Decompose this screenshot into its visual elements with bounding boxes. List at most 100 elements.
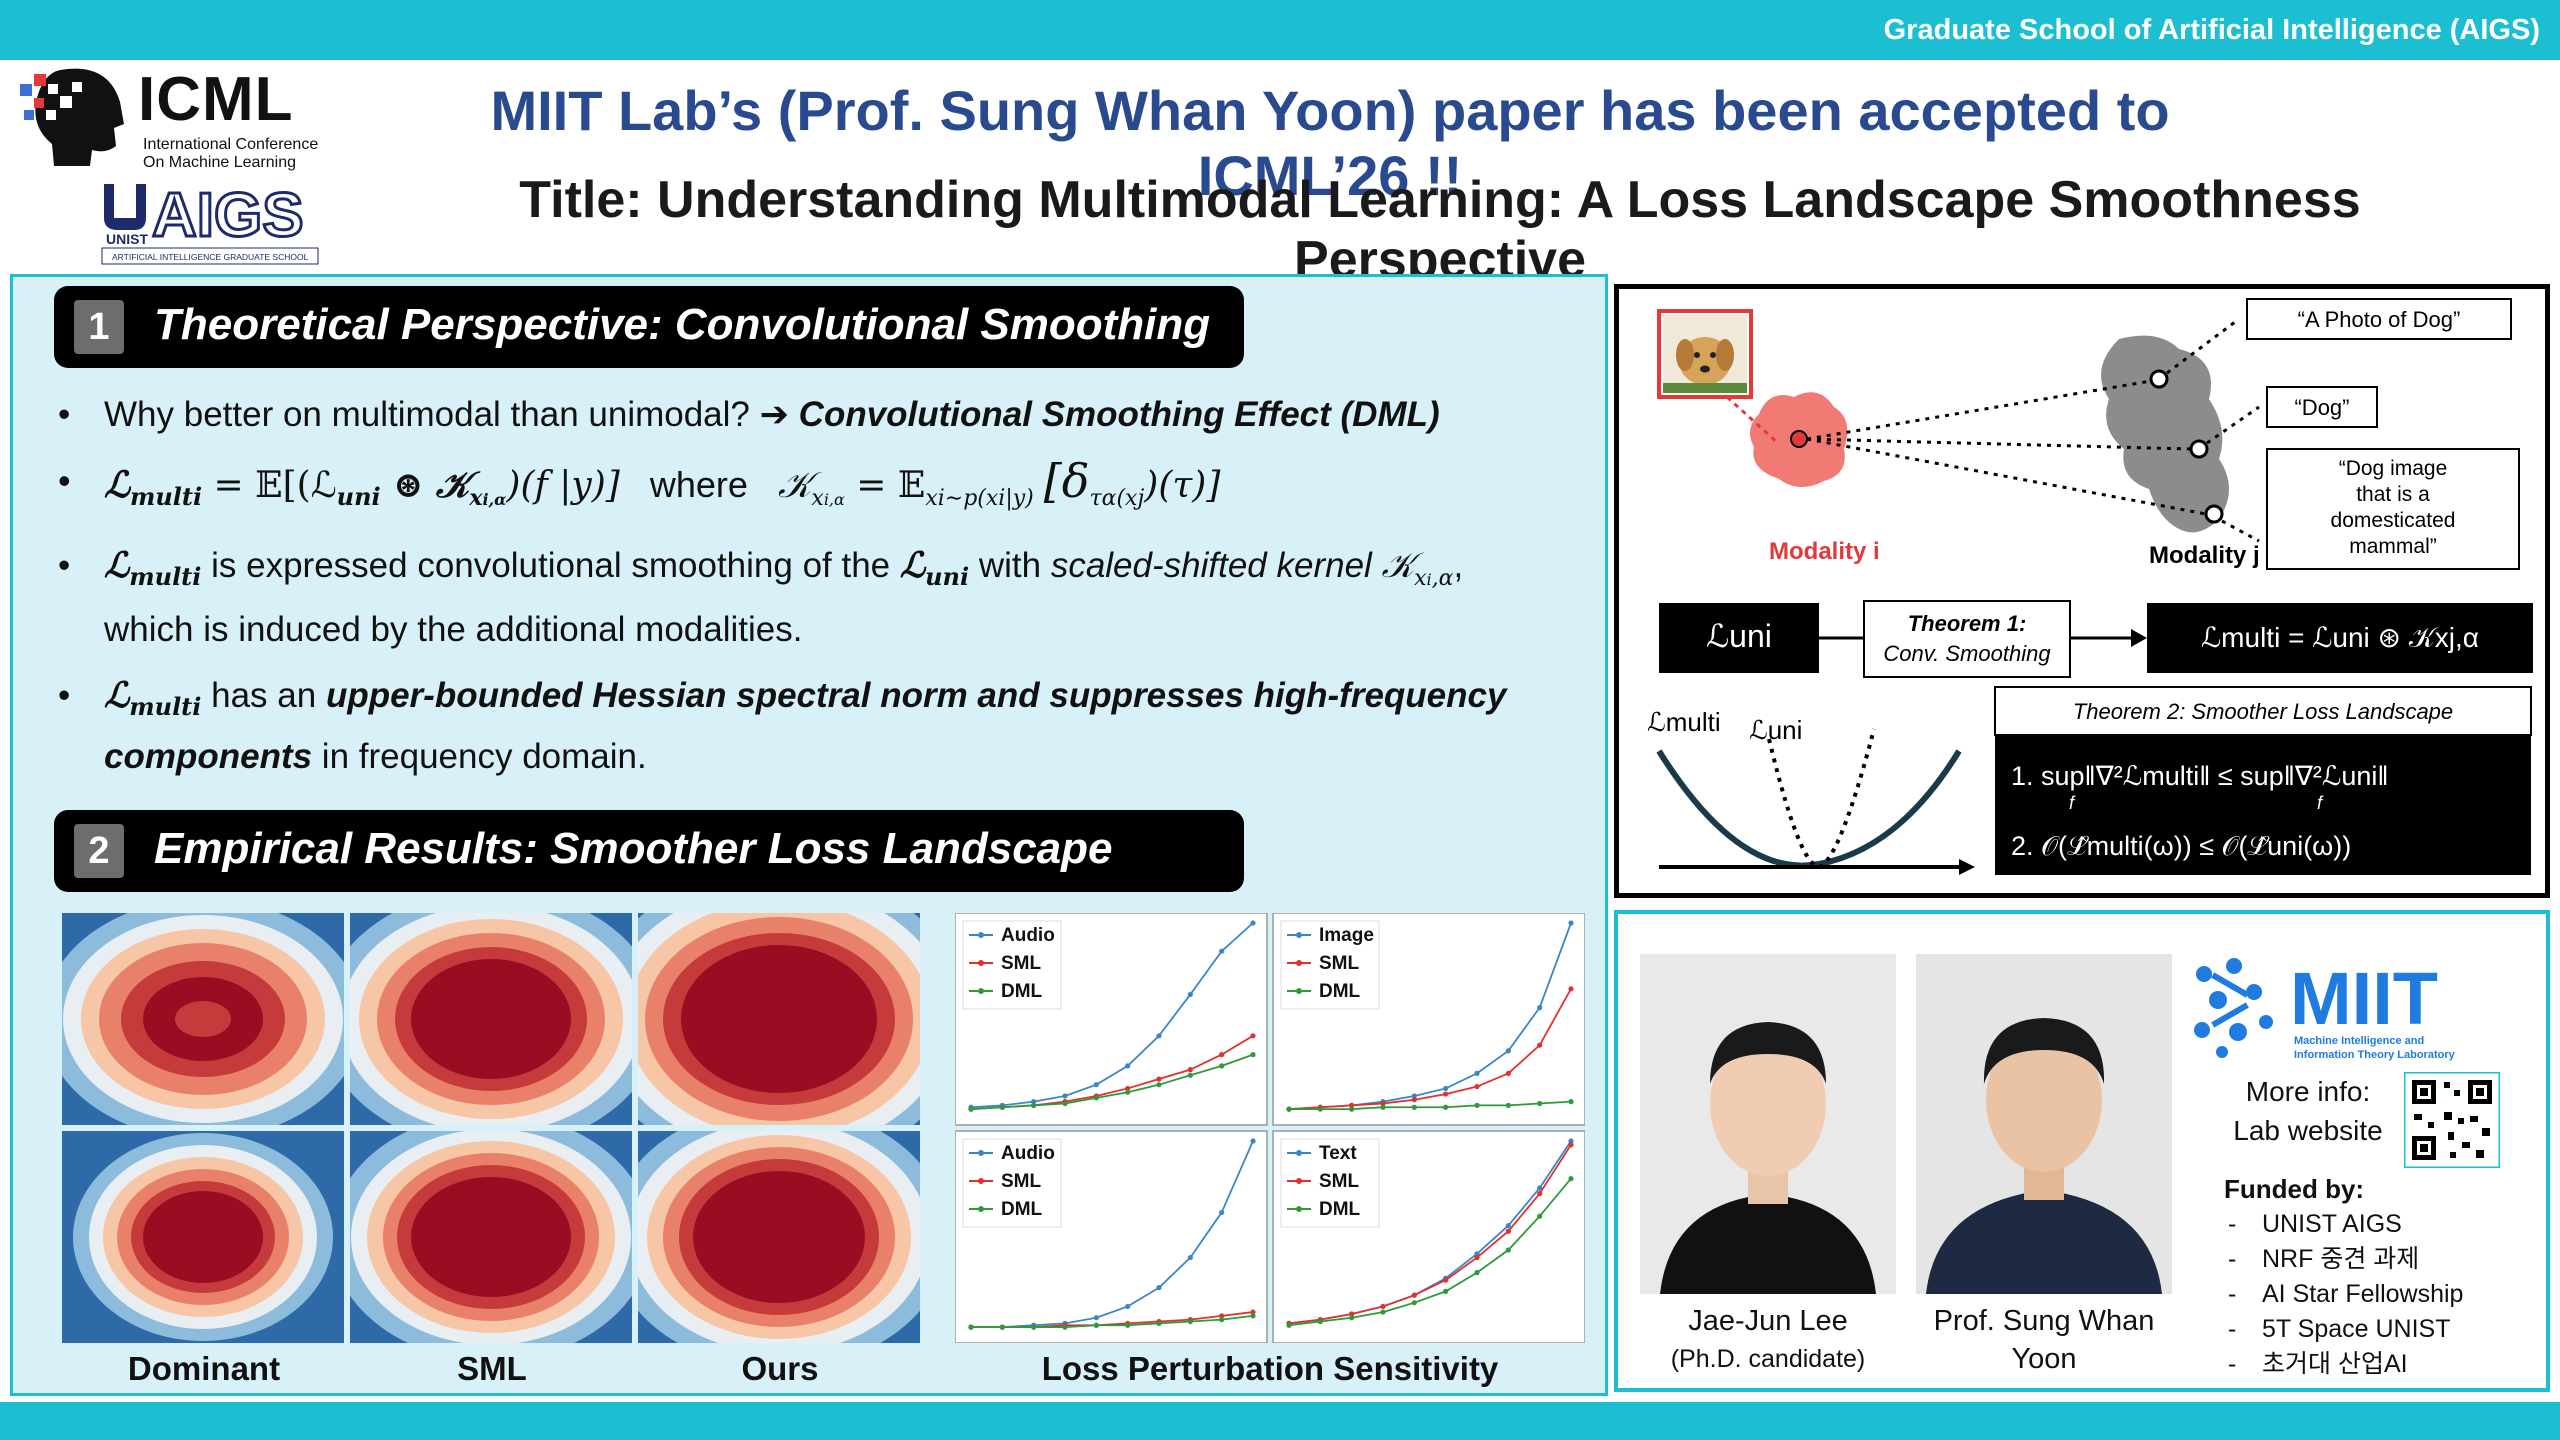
data-point	[1062, 1093, 1068, 1099]
legend-label: DML	[1001, 1199, 1043, 1220]
diagram-svg: “A Photo of Dog” “Dog” “Dog image that i…	[1647, 298, 2533, 875]
series-line	[971, 1140, 1254, 1329]
data-point	[1062, 1324, 1068, 1330]
data-point	[1537, 1213, 1543, 1219]
data-point	[1156, 1076, 1162, 1082]
qr-code-icon[interactable]	[2404, 1072, 2500, 1168]
icml-head-icon	[20, 68, 124, 166]
data-point	[1505, 1070, 1511, 1076]
photo-jae-jun-lee	[1640, 954, 1896, 1294]
dotted-line-1	[1806, 379, 2152, 441]
eq-delta-alpha: α(x	[1101, 486, 1138, 512]
miit-sub-line2: Information Theory Laboratory	[2294, 1049, 2456, 1061]
miit-wordmark: MIIT	[2290, 957, 2438, 1040]
data-point	[1031, 1099, 1037, 1105]
modality-j-label: Modality j	[2149, 542, 2260, 569]
icml-sub-line1: International Conference	[143, 136, 319, 153]
people-panel: Jae-Jun Lee (Ph.D. candidate) Prof. Sung…	[1614, 910, 2550, 1392]
modality-j-point-3	[2204, 504, 2224, 524]
legend-marker	[978, 1178, 984, 1184]
data-point	[1443, 1104, 1449, 1110]
data-point	[1156, 1320, 1162, 1326]
loss-landscape-heatmaps	[62, 913, 920, 1343]
data-point	[1156, 1082, 1162, 1088]
caption-3-line3: domesticated	[2331, 509, 2456, 532]
legend-marker	[1296, 1178, 1302, 1184]
legend-label: SML	[1319, 1171, 1360, 1192]
caption-box-2	[2266, 386, 2378, 428]
data-point	[1219, 1313, 1225, 1319]
data-point	[1125, 1322, 1131, 1328]
lab-website-link[interactable]: Lab website	[2233, 1115, 2383, 1146]
data-point	[1093, 1315, 1099, 1321]
legend-marker	[978, 932, 984, 938]
legend-marker	[978, 960, 984, 966]
luni-box	[1659, 603, 1819, 673]
legend-label: Audio	[1001, 1143, 1055, 1164]
dotted-line-2	[1806, 437, 2192, 451]
modality-i-point	[1790, 430, 1808, 448]
data-point	[1505, 1102, 1511, 1108]
caption-2: “Dog”	[2294, 395, 2349, 420]
data-point	[1187, 1318, 1193, 1325]
dotted-line-3	[1806, 437, 2207, 516]
theorem2-body	[1995, 735, 2531, 875]
data-point	[1219, 1317, 1225, 1323]
miit-network-icon	[2194, 958, 2273, 1058]
data-point	[1286, 1106, 1292, 1112]
bullet-4: ℒmulti has an upper-bounded Hessian spec…	[54, 671, 1584, 782]
caption-box-1	[2246, 298, 2512, 340]
aigs-logo: UNIST AIGS ARTIFICIAL INTELLIGENCE GRADU…	[100, 178, 322, 266]
series-line	[1288, 988, 1572, 1111]
data-point	[1474, 1102, 1480, 1108]
eq-kernel-expect: = 𝔼	[844, 465, 926, 506]
caption-3-line2: that is a	[2356, 483, 2430, 506]
luni-curve	[1767, 728, 1876, 869]
aigs-unist-text: UNIST	[106, 231, 148, 247]
bullet-3-text-c: scaled-shifted kernel	[1050, 546, 1382, 586]
funded-item: AI Star Fellowship	[2224, 1277, 2463, 1312]
data-point	[1443, 1288, 1449, 1294]
data-point	[1219, 1209, 1225, 1216]
data-point	[1156, 1285, 1162, 1291]
eq-lmulti: ℒ	[104, 464, 130, 506]
data-point	[1093, 1095, 1099, 1101]
person-2-name-line2: Yoon	[2011, 1343, 2077, 1375]
data-point	[1093, 1082, 1099, 1088]
data-point	[1093, 1322, 1099, 1328]
person-2-name: Prof. Sung Whan Yoon	[1916, 1302, 2172, 1378]
data-point	[1125, 1089, 1131, 1095]
data-point	[1380, 1100, 1386, 1107]
bullet-2: ℒmulti = 𝔼[(ℒuni ⊛ 𝒦xi,α)(f |y)] where 𝒦…	[54, 456, 1584, 525]
data-point	[1349, 1311, 1355, 1317]
eq-expectation: = 𝔼[(ℒ	[202, 465, 337, 506]
aigs-subtitle: ARTIFICIAL INTELLIGENCE GRADUATE SCHOOL	[112, 252, 309, 262]
data-point	[1349, 1106, 1355, 1112]
eq-tail: )(f |y)]	[506, 465, 620, 506]
data-point	[1537, 1185, 1543, 1191]
caption-1: “A Photo of Dog”	[2298, 307, 2461, 332]
funded-item: NRF 중견 과제	[2224, 1242, 2463, 1277]
section2-title: Empirical Results: Smoother Loss Landsca…	[154, 824, 1113, 873]
photo-link	[1725, 395, 1781, 446]
caption-box-3	[2266, 448, 2520, 570]
data-point	[1286, 1322, 1292, 1328]
lmulti-curve	[1656, 749, 1962, 869]
data-point	[1411, 1104, 1417, 1110]
eq-conv: ⊛ 𝒦	[380, 464, 470, 506]
eq-dist-i: i	[998, 486, 1006, 512]
eq-delta-tail: )(τ)]	[1144, 465, 1221, 506]
data-point	[1443, 1091, 1449, 1097]
data-point	[1411, 1292, 1417, 1298]
legend-marker	[1296, 988, 1302, 994]
legend-label: SML	[1001, 1171, 1042, 1192]
bullet-3: ℒmulti is expressed convolutional smooth…	[54, 541, 1584, 655]
data-point	[1250, 1309, 1256, 1315]
caption-link-3	[2221, 519, 2260, 543]
plot-axis-arrow	[1959, 859, 1975, 875]
